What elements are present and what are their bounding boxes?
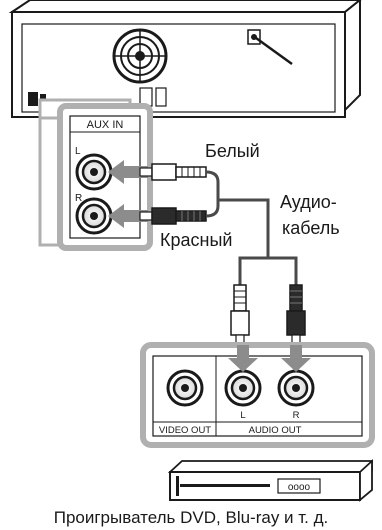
video-out-label: VIDEO OUT — [159, 425, 211, 436]
aux-jack-left — [75, 153, 113, 191]
dvd-player-icon: oooo — [167, 458, 373, 502]
audio-out-jack-left — [224, 369, 262, 407]
main-unit — [8, 0, 362, 118]
audio-out-label: AUDIO OUT — [249, 425, 302, 436]
source-jack-right-label: R — [293, 410, 300, 421]
fan-icon — [112, 28, 168, 84]
audio-cable-label-line1: Аудио- — [280, 192, 337, 212]
rca-plug-white-source — [230, 284, 250, 348]
white-plug-label: Белый — [205, 141, 260, 161]
audio-cable-label-line2: кабель — [282, 218, 340, 238]
power-cord-icon — [247, 29, 293, 66]
player-display: oooo — [288, 482, 311, 493]
audio-out-jack-right — [277, 369, 315, 407]
aux-in-label: AUX IN — [87, 119, 124, 131]
audio-cable — [205, 170, 298, 285]
red-plug-label: Красный — [160, 230, 232, 250]
aux-jack-left-label: L — [75, 146, 81, 157]
video-out-jack — [166, 369, 204, 407]
rca-plug-red-source — [286, 284, 306, 348]
source-output-panel: VIDEO OUT AUDIO OUT L R — [140, 342, 375, 448]
aux-jack-right-label: R — [75, 193, 82, 204]
insert-arrow-source-right — [281, 345, 311, 372]
source-jack-left-label: L — [240, 410, 245, 421]
device-caption: Проигрыватель DVD, Blu-ray и т. д. — [54, 508, 329, 527]
insert-arrow-source-left — [228, 345, 258, 372]
aux-jack-right — [75, 197, 113, 235]
